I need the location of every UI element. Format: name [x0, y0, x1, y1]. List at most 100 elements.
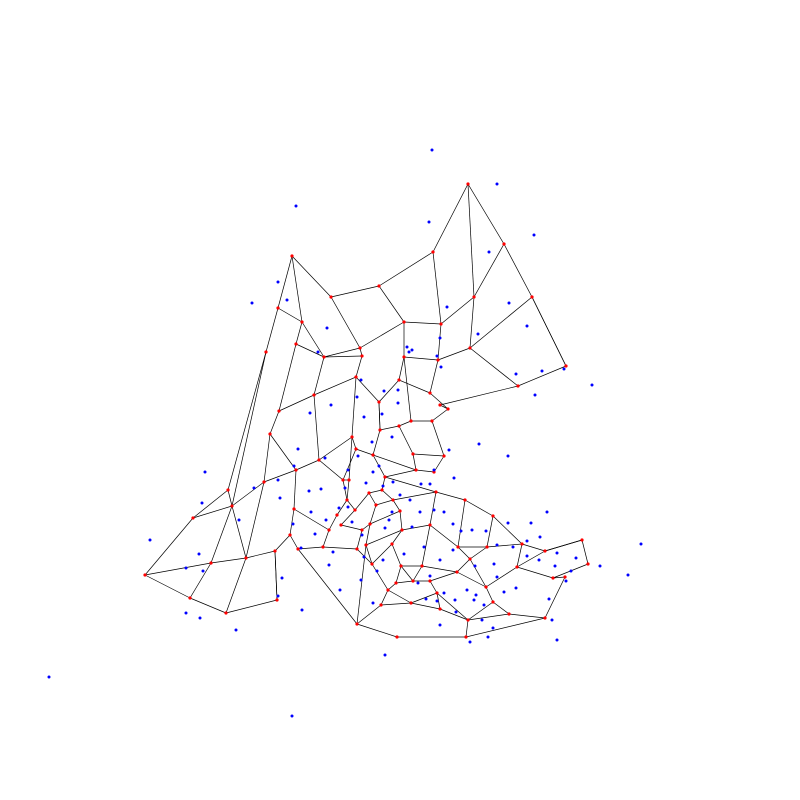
sample-point	[291, 522, 295, 526]
mesh-edge	[412, 453, 445, 457]
mesh-edge	[277, 307, 303, 323]
sample-point	[338, 588, 342, 592]
mesh-edge	[395, 580, 414, 584]
mesh-node	[360, 354, 364, 358]
mesh-edge	[265, 307, 279, 353]
mesh-edge	[384, 476, 437, 493]
sample-point	[371, 470, 375, 474]
sample-point	[502, 590, 506, 594]
sample-point	[474, 593, 478, 597]
sample-point	[484, 529, 488, 533]
sample-point	[299, 546, 303, 550]
mesh-edge	[440, 296, 475, 325]
mesh-node	[468, 557, 472, 561]
sample-point	[495, 543, 499, 547]
mesh-edge	[293, 508, 330, 531]
sample-point	[323, 456, 327, 460]
sample-point	[319, 487, 323, 491]
mesh-edge	[225, 557, 247, 614]
mesh-node	[466, 182, 470, 186]
mesh-node	[367, 491, 371, 495]
mesh-node	[455, 570, 459, 574]
sample-point	[364, 481, 368, 485]
mesh-node	[431, 250, 435, 254]
sample-point	[438, 336, 442, 340]
mesh-edge	[289, 534, 299, 550]
sample-point	[383, 653, 387, 657]
mesh-edge	[503, 243, 533, 298]
sample-point	[292, 464, 296, 468]
mesh-node	[484, 585, 488, 589]
mesh-edge	[291, 255, 303, 323]
mesh-edge	[473, 243, 505, 298]
mesh-edge	[361, 523, 371, 531]
sample-point	[346, 505, 350, 509]
sample-point	[525, 554, 529, 558]
sample-point	[252, 486, 256, 490]
mesh-edge	[293, 469, 297, 510]
mesh-node	[428, 523, 432, 527]
sample-point	[337, 506, 341, 510]
mesh-node	[264, 350, 268, 354]
mesh-edge	[245, 481, 265, 559]
mesh-edge	[144, 562, 212, 576]
mesh-edge	[313, 376, 357, 396]
sample-point	[410, 348, 414, 352]
mesh-edge	[365, 523, 371, 546]
sample-point	[296, 447, 300, 451]
sample-point	[396, 388, 400, 392]
mesh-edge	[421, 524, 431, 567]
mesh-edge	[351, 436, 357, 450]
mesh-node	[442, 454, 446, 458]
sample-point	[408, 498, 412, 502]
mesh-edge	[297, 548, 358, 625]
mesh-node	[543, 616, 547, 620]
mesh-node	[398, 509, 402, 513]
mesh-edge	[278, 343, 297, 412]
mesh-edge	[328, 514, 338, 531]
sample-point	[468, 640, 472, 644]
mesh-node	[394, 581, 398, 585]
mesh-edge	[380, 602, 412, 606]
mesh-edge	[398, 425, 414, 455]
sample-point	[359, 578, 363, 582]
mesh-node	[435, 591, 439, 595]
mesh-node	[383, 475, 387, 479]
mesh-edge	[210, 505, 233, 564]
mesh-edge	[392, 499, 401, 512]
sample-point	[375, 569, 379, 573]
mesh-edge	[456, 558, 471, 573]
mesh-edge	[231, 505, 247, 559]
mesh-edge	[313, 356, 325, 396]
sample-point	[430, 148, 434, 152]
mesh-node	[354, 447, 358, 451]
mesh-node	[230, 504, 234, 508]
mesh-edge	[379, 425, 400, 431]
sample-point	[451, 522, 455, 526]
sample-point	[532, 233, 536, 237]
mesh-node	[530, 295, 534, 299]
mesh-edge	[432, 251, 442, 325]
mesh-edge	[485, 586, 494, 603]
mesh-edge	[399, 510, 403, 531]
mesh-node	[420, 564, 424, 568]
sample-point	[495, 575, 499, 579]
mesh-edge	[395, 565, 402, 584]
mesh-edge	[398, 420, 412, 427]
mesh-edge	[429, 359, 439, 394]
mesh-node	[446, 407, 450, 411]
mesh-edge	[375, 499, 394, 506]
mesh-edge	[403, 356, 439, 361]
mesh-edge	[355, 355, 363, 378]
mesh-node	[468, 346, 472, 350]
mesh-edge	[289, 508, 295, 536]
mesh-edge	[365, 544, 373, 565]
sample-point	[198, 616, 202, 620]
mesh-nodes	[143, 182, 590, 639]
sample-point	[626, 573, 630, 577]
sample-point	[47, 675, 51, 679]
sample-point	[507, 301, 511, 305]
mesh-node	[430, 419, 434, 423]
sample-point	[598, 564, 602, 568]
